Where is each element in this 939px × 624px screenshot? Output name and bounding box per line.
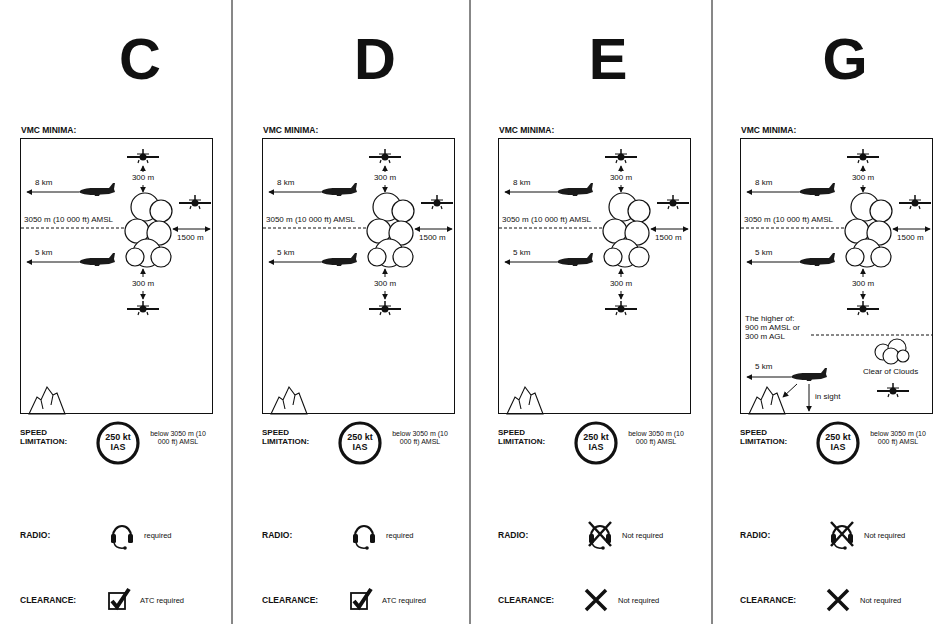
vmc-illustration <box>263 149 453 414</box>
distance-label: 8 km <box>755 179 772 188</box>
requirement-note: Not required <box>618 597 659 605</box>
crossed-headset-icon <box>589 522 611 550</box>
altitude-label: 3050 m (10 000 ft) AMSL <box>266 216 355 225</box>
speed-value: 250 kt IAS <box>343 433 377 453</box>
distance-label: 300 m <box>374 280 396 289</box>
distance-label: 300 m <box>132 174 154 183</box>
vmc-illustration <box>741 149 931 414</box>
vmc-illustration <box>499 149 689 414</box>
distance-label: 5 km <box>35 249 52 258</box>
requirement-note: Not required <box>622 532 663 540</box>
row-heading: RADIO: <box>20 531 50 540</box>
airspace-class-letter: G <box>822 30 867 88</box>
requirement-note: ATC required <box>382 597 426 605</box>
headset-icon <box>353 526 375 550</box>
distance-label: 300 m <box>610 174 632 183</box>
cross-icon <box>586 590 606 610</box>
column-divider <box>712 0 713 624</box>
altitude-label: 3050 m (10 000 ft) AMSL <box>24 216 113 225</box>
distance-label: 1500 m <box>177 234 204 243</box>
airspace-class-letter: C <box>119 30 161 88</box>
distance-label: 5 km <box>513 249 530 258</box>
requirement-note: Not required <box>864 532 905 540</box>
vmc-illustration <box>21 149 211 414</box>
requirement-note: ATC required <box>140 597 184 605</box>
row-heading: SPEED LIMITATION: <box>740 429 804 447</box>
speed-limit-sign: 250 kt IAS <box>816 421 860 465</box>
check-icon <box>351 589 371 609</box>
row-heading: SPEED LIMITATION: <box>498 429 562 447</box>
speed-note: below 3050 m (10 000 ft) AMSL <box>146 430 210 445</box>
airspace-class-letter: E <box>589 30 628 88</box>
speed-limit-ring <box>340 423 380 463</box>
column-divider <box>232 0 233 624</box>
vmc-minima-box: VMC MINIMA:8 km300 m3050 m (10 000 ft) A… <box>20 138 213 414</box>
altitude-label: 3050 m (10 000 ft) AMSL <box>502 216 591 225</box>
section-heading: VMC MINIMA: <box>741 126 796 135</box>
speed-value: 250 kt IAS <box>101 433 135 453</box>
distance-label: 300 m <box>852 280 874 289</box>
row-heading: RADIO: <box>740 531 770 540</box>
vmc-minima-box: VMC MINIMA:8 km300 m3050 m (10 000 ft) A… <box>498 138 691 414</box>
requirement-note: Not required <box>860 597 901 605</box>
distance-label: 300 m <box>852 174 874 183</box>
vmc-minima-box: VMC MINIMA:8 km300 m3050 m (10 000 ft) A… <box>262 138 455 414</box>
row-heading: RADIO: <box>498 531 528 540</box>
row-heading: SPEED LIMITATION: <box>262 429 326 447</box>
speed-limit-sign: 250 kt IAS <box>574 421 618 465</box>
section-heading: VMC MINIMA: <box>263 126 318 135</box>
distance-label: 300 m <box>374 174 396 183</box>
speed-note: below 3050 m (10 000 ft) AMSL <box>624 430 688 445</box>
cross-icon <box>828 590 848 610</box>
speed-limit-sign: 250 kt IAS <box>96 421 140 465</box>
distance-label: 8 km <box>513 179 530 188</box>
row-heading: CLEARANCE: <box>740 596 796 605</box>
distance-label: 1500 m <box>655 234 682 243</box>
crossed-headset-icon <box>831 522 853 550</box>
distance-label: 5 km <box>755 249 772 258</box>
distance-label: 5 km <box>755 363 772 372</box>
check-icon <box>109 589 129 609</box>
distance-label: 8 km <box>35 179 52 188</box>
speed-value: 250 kt IAS <box>821 433 855 453</box>
row-heading: CLEARANCE: <box>20 596 76 605</box>
vmc-minima-box: VMC MINIMA:8 km300 m3050 m (10 000 ft) A… <box>740 138 933 414</box>
speed-limit-ring <box>576 423 616 463</box>
note-label: Clear of Clouds <box>863 368 918 377</box>
speed-note: below 3050 m (10 000 ft) AMSL <box>388 430 452 445</box>
low-level-illustration <box>747 335 932 411</box>
speed-limit-sign: 250 kt IAS <box>338 421 382 465</box>
airspace-class-letter: D <box>354 30 396 88</box>
row-heading: CLEARANCE: <box>262 596 318 605</box>
speed-note: below 3050 m (10 000 ft) AMSL <box>866 430 930 445</box>
distance-label: 300 m <box>132 280 154 289</box>
speed-value: 250 kt IAS <box>579 433 613 453</box>
distance-label: 5 km <box>277 249 294 258</box>
distance-label: 300 m <box>610 280 632 289</box>
section-heading: VMC MINIMA: <box>499 126 554 135</box>
section-heading: VMC MINIMA: <box>21 126 76 135</box>
note-label: in sight <box>815 393 840 402</box>
row-heading: RADIO: <box>262 531 292 540</box>
distance-label: 1500 m <box>419 234 446 243</box>
column-divider <box>470 0 471 624</box>
row-heading: SPEED LIMITATION: <box>20 429 84 447</box>
distance-label: 8 km <box>277 179 294 188</box>
requirement-note: required <box>144 532 172 540</box>
altitude-label: 3050 m (10 000 ft) AMSL <box>744 216 833 225</box>
headset-icon <box>111 526 133 550</box>
requirement-note: required <box>386 532 414 540</box>
speed-limit-ring <box>818 423 858 463</box>
row-heading: CLEARANCE: <box>498 596 554 605</box>
altitude-note: The higher of: 900 m AMSL or 300 m AGL <box>745 315 807 341</box>
distance-label: 1500 m <box>897 234 924 243</box>
speed-limit-ring <box>98 423 138 463</box>
